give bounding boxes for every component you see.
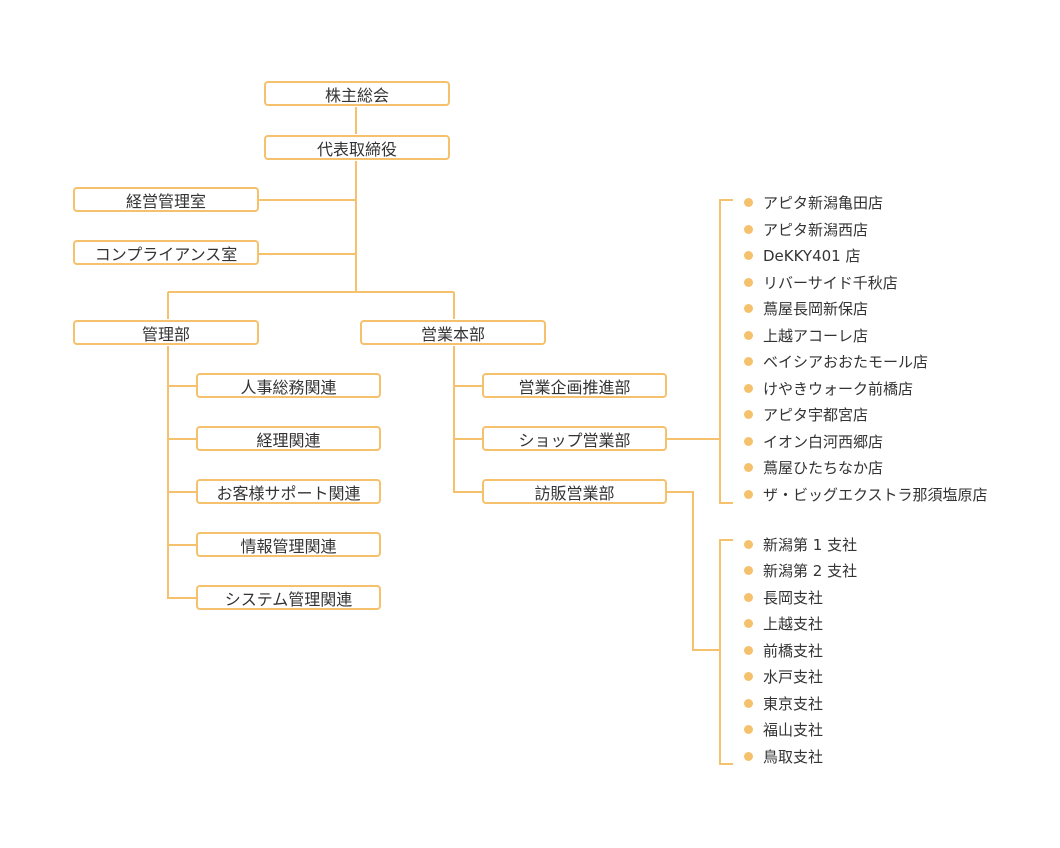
node-admin-child: お客様サポート関連 — [196, 479, 381, 504]
shop-name: アピタ宇都宮店 — [763, 405, 869, 424]
branch-name: 鳥取支社 — [763, 747, 824, 766]
connector — [453, 346, 482, 493]
node-ceo: 代表取締役 — [264, 135, 450, 160]
bullet-dot — [744, 197, 753, 207]
bullet-dot — [744, 383, 753, 393]
node-sales-child: 訪販営業部 — [482, 479, 667, 504]
connector — [667, 491, 720, 651]
branch-name: 長岡支社 — [763, 588, 824, 607]
branch-name: 東京支社 — [763, 694, 824, 713]
shop-item: ザ・ビッグエクストラ那須塩原店 — [744, 484, 988, 504]
shop-name: ザ・ビッグエクストラ那須塩原店 — [763, 485, 988, 504]
branch-item: 新潟第 2 支社 — [744, 560, 857, 580]
shop-item: アピタ宇都宮店 — [744, 404, 868, 424]
shop-name: イオン白河西郷店 — [763, 432, 884, 451]
branch-item: 新潟第 1 支社 — [744, 534, 857, 554]
bullet-dot — [744, 565, 753, 575]
bullet-dot — [744, 250, 753, 260]
bullet-dot — [744, 303, 753, 313]
shop-item: アピタ新潟西店 — [744, 219, 868, 239]
bullet-dot — [744, 224, 753, 234]
branch-item: 前橋支社 — [744, 640, 823, 660]
branch-item: 東京支社 — [744, 693, 823, 713]
branch-item: 水戸支社 — [744, 666, 823, 686]
shop-name: 蔦屋長岡新保店 — [763, 299, 869, 318]
bullet-dot — [744, 330, 753, 340]
node-admin-child: 経理関連 — [196, 426, 381, 451]
shop-item: アピタ新潟亀田店 — [744, 192, 883, 212]
shop-name: DeKKY401 店 — [763, 246, 861, 265]
node-sales-child: ショップ営業部 — [482, 426, 667, 451]
branch-name: 前橋支社 — [763, 641, 824, 660]
bullet-dot — [744, 618, 753, 628]
bullet-dot — [744, 698, 753, 708]
node-sales-child: 営業企画推進部 — [482, 373, 667, 398]
bullet-dot — [744, 671, 753, 681]
node-admin-child: 情報管理関連 — [196, 532, 381, 557]
bullet-dot — [744, 751, 753, 761]
branch-item: 福山支社 — [744, 719, 823, 739]
bullet-dot — [744, 436, 753, 446]
shops-bracket — [719, 199, 733, 504]
bullet-dot — [744, 277, 753, 287]
branch-name: 水戸支社 — [763, 667, 824, 686]
shop-item: DeKKY401 店 — [744, 245, 860, 265]
node-admin-child: 人事総務関連 — [196, 373, 381, 398]
bullet-dot — [744, 462, 753, 472]
branch-name: 福山支社 — [763, 720, 824, 739]
node-admin-child: システム管理関連 — [196, 585, 381, 610]
branch-item: 長岡支社 — [744, 587, 823, 607]
branch-item: 鳥取支社 — [744, 746, 823, 766]
bullet-dot — [744, 539, 753, 549]
shop-item: 蔦屋長岡新保店 — [744, 298, 868, 318]
shop-item: リバーサイド千秋店 — [744, 272, 898, 292]
shop-item: 上越アコーレ店 — [744, 325, 868, 345]
bullet-dot — [744, 489, 753, 499]
shop-name: アピタ新潟西店 — [763, 220, 869, 239]
branch-name: 新潟第 1 支社 — [763, 535, 858, 554]
branch-name: 新潟第 2 支社 — [763, 561, 858, 580]
branch-name: 上越支社 — [763, 614, 824, 633]
bullet-dot — [744, 645, 753, 655]
node-management-office: 経営管理室 — [73, 187, 259, 212]
bullet-dot — [744, 356, 753, 366]
shop-name: ベイシアおおたモール店 — [763, 352, 929, 371]
node-sales-hq: 営業本部 — [360, 320, 546, 345]
shop-name: けやきウォーク前橋店 — [763, 379, 914, 398]
shop-item: ベイシアおおたモール店 — [744, 351, 928, 371]
branches-bracket — [719, 539, 733, 765]
bullet-dot — [744, 409, 753, 419]
shop-name: アピタ新潟亀田店 — [763, 193, 884, 212]
node-shareholders: 株主総会 — [264, 81, 450, 106]
branch-item: 上越支社 — [744, 613, 823, 633]
node-compliance-office: コンプライアンス室 — [73, 240, 259, 265]
bullet-dot — [744, 592, 753, 602]
shop-name: 上越アコーレ店 — [763, 326, 869, 345]
shop-item: 蔦屋ひたちなか店 — [744, 457, 883, 477]
bullet-dot — [744, 724, 753, 734]
connector — [167, 346, 196, 599]
shop-item: イオン白河西郷店 — [744, 431, 883, 451]
shop-name: 蔦屋ひたちなか店 — [763, 458, 884, 477]
node-admin-dept: 管理部 — [73, 320, 259, 345]
shop-name: リバーサイド千秋店 — [763, 273, 898, 292]
shop-item: けやきウォーク前橋店 — [744, 378, 913, 398]
